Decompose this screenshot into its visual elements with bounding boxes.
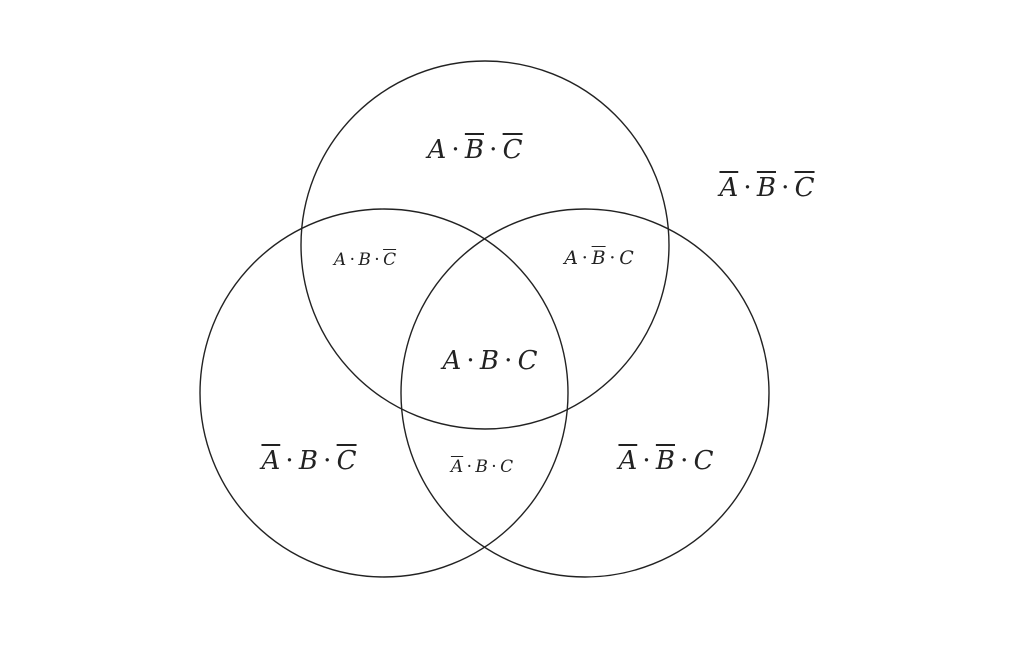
term-c-complement: C xyxy=(502,135,523,165)
circle-a xyxy=(300,60,670,430)
circle-c xyxy=(400,208,770,578)
and-dot: · xyxy=(680,446,689,476)
region-label-b-c: A·B·C xyxy=(451,457,513,477)
region-label-c-only: A·B·C xyxy=(618,446,713,476)
term-b: B xyxy=(479,346,499,376)
and-dot: · xyxy=(374,250,380,270)
region-label-outside: A·B·C xyxy=(719,173,814,203)
term-b: B xyxy=(475,457,488,477)
region-label-a-b-c: A·B·C xyxy=(442,346,537,376)
term-c: C xyxy=(500,457,514,477)
term-b-complement: B xyxy=(655,446,675,476)
region-label-a-b: A·B·C xyxy=(334,250,396,270)
and-dot: · xyxy=(466,457,472,477)
and-dot: · xyxy=(285,446,294,476)
term-a-complement: A xyxy=(719,173,739,203)
region-label-a-c: A·B·C xyxy=(564,247,634,269)
region-label-a-only: A·B·C xyxy=(427,135,522,165)
and-dot: · xyxy=(349,250,355,270)
and-dot: · xyxy=(323,446,332,476)
term-a: A xyxy=(427,135,447,165)
and-dot: · xyxy=(489,135,498,165)
term-b-complement: B xyxy=(464,135,484,165)
and-dot: · xyxy=(609,247,616,269)
and-dot: · xyxy=(642,446,651,476)
term-a-complement: A xyxy=(261,446,281,476)
and-dot: · xyxy=(504,346,513,376)
and-dot: · xyxy=(491,457,497,477)
region-label-b-only: A·B·C xyxy=(261,446,356,476)
term-a-complement: A xyxy=(450,457,464,477)
term-a: A xyxy=(442,346,462,376)
term-c-complement: C xyxy=(794,173,815,203)
and-dot: · xyxy=(743,173,752,203)
term-c-complement: C xyxy=(383,250,397,270)
term-b: B xyxy=(298,446,318,476)
term-b-complement: B xyxy=(591,247,606,269)
term-c-complement: C xyxy=(336,446,357,476)
term-c: C xyxy=(517,346,538,376)
term-c: C xyxy=(619,247,634,269)
term-a-complement: A xyxy=(618,446,638,476)
and-dot: · xyxy=(451,135,460,165)
and-dot: · xyxy=(466,346,475,376)
term-a: A xyxy=(333,250,347,270)
term-b-complement: B xyxy=(756,173,776,203)
circle-b xyxy=(199,208,569,578)
term-c: C xyxy=(693,446,714,476)
and-dot: · xyxy=(781,173,790,203)
term-a: A xyxy=(564,247,578,269)
term-b: B xyxy=(358,250,371,270)
and-dot: · xyxy=(581,247,588,269)
